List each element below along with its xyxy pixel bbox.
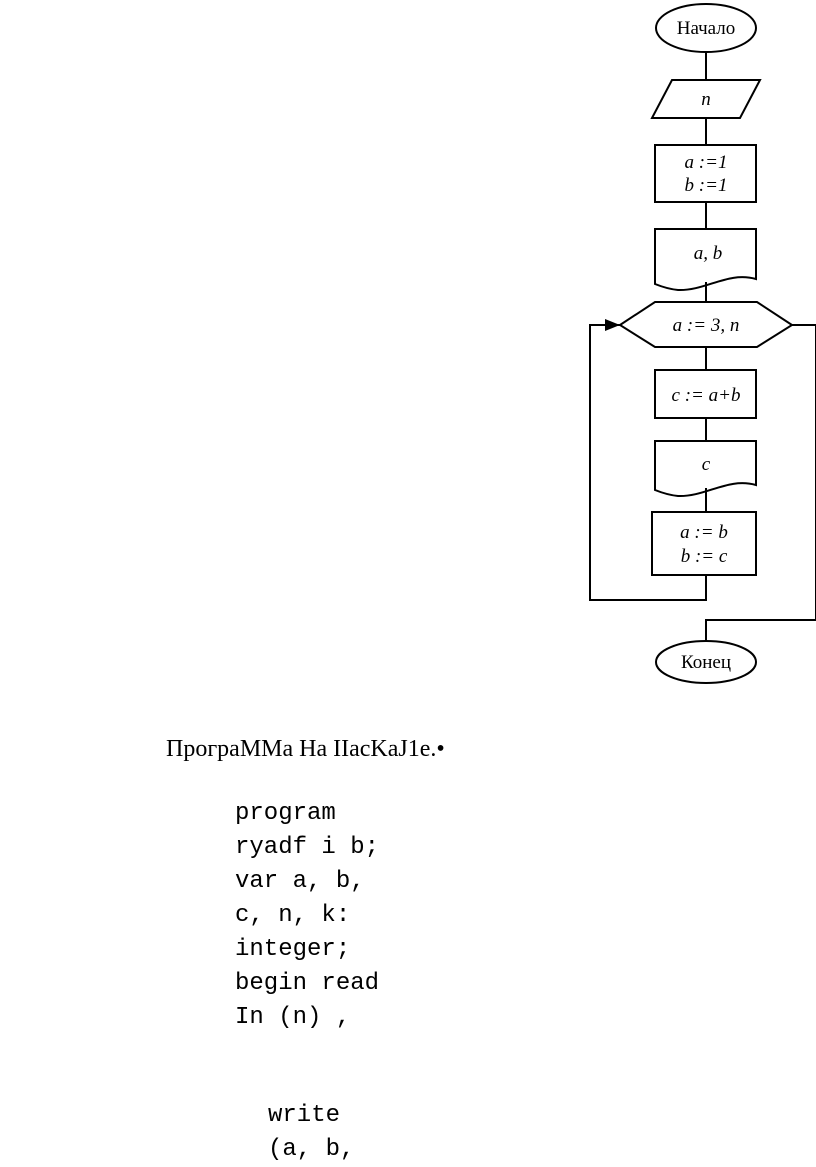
loop-label: a := 3, n xyxy=(673,315,740,336)
input-label: n xyxy=(701,89,711,110)
code-line: program xyxy=(235,800,336,827)
code-line: begin read xyxy=(235,970,380,997)
loop-hexagon xyxy=(618,301,794,348)
shift-process-box xyxy=(651,511,757,576)
output2-label: c xyxy=(702,454,711,475)
loop-back-line xyxy=(589,324,707,601)
code-block-tail: write (a, b, xyxy=(268,1099,354,1167)
init-line-2: b :=1 xyxy=(685,175,728,196)
flowchart-diagram: Начало n a :=1 b :=1 a, b a := 3, n c :=… xyxy=(589,3,816,684)
start-terminal xyxy=(655,3,757,53)
output-document-shape-2 xyxy=(654,440,757,498)
input-parallelogram xyxy=(650,79,762,119)
init-line-1: a :=1 xyxy=(685,152,728,173)
end-label: Конец xyxy=(681,652,731,673)
loop-exit-line xyxy=(705,324,816,641)
compute-process-box xyxy=(654,369,757,419)
output-document-shape-1 xyxy=(654,228,757,292)
init-process-box xyxy=(654,144,757,203)
pascal-program-heading: ПрограММа На IIасKaJ1e.• xyxy=(166,736,445,762)
code-line: c, n, k: xyxy=(235,902,351,929)
shift-line-2: b := c xyxy=(681,546,728,567)
code-line: write xyxy=(268,1102,341,1129)
end-terminal xyxy=(655,640,757,684)
shift-line-1: a := b xyxy=(680,522,728,543)
loop-entry-arrow xyxy=(605,319,620,331)
code-line: (a, b, xyxy=(268,1136,355,1163)
code-line: In (n) , xyxy=(235,1004,351,1031)
code-line: ryadf i b; xyxy=(235,834,380,861)
code-line: integer; xyxy=(235,936,351,963)
compute-label: c := a+b xyxy=(672,385,741,406)
output1-label: a, b xyxy=(694,243,723,264)
code-block-main: program ryadf i b; var a, b, c, n, k: in… xyxy=(235,797,379,1035)
code-line: var a, b, xyxy=(235,868,365,895)
start-label: Начало xyxy=(677,18,736,39)
